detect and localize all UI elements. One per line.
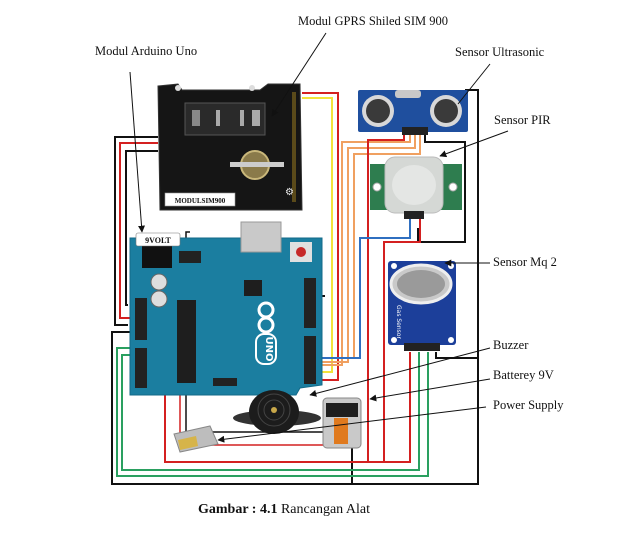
wire-green-mq2-1 [121,352,420,471]
callout-battery [369,378,491,402]
wire-black-mq2 [435,352,478,359]
wire-orange-2 [308,135,416,363]
wire-red-sim [119,142,158,319]
wire-red-sim-tx [302,92,339,381]
gear-icon: ⚙ [285,187,294,198]
ultrasonic-sensor [358,90,468,135]
wire-blue-pir [308,218,411,359]
wire-orange-1 [308,135,411,366]
wire-red-mq2 [368,352,411,463]
callout-arduino [129,71,146,233]
label-sensor-pir: Sensor PIR [494,113,551,127]
wire-black-right [350,89,479,485]
figure-caption: Gambar : 4.1 Rancangan Alat [198,502,370,518]
wire-green-mq2-2 [116,347,429,477]
label-buzzer: Buzzer [493,338,529,352]
mq2-gas-sensor: Gas Sensor [388,261,456,351]
sim900-shield: MODULSIM900 ⚙ [157,83,303,211]
arduino-9volt-badge [135,232,181,247]
label-sensor-ultrasonic: Sensor Ultrasonic [455,45,545,59]
arduino-uno-board: 9VOLT UNO [129,221,323,396]
callout-buzzer [309,347,491,397]
callout-pir [439,130,509,158]
wire-black-sim1 [114,136,158,326]
sim900-badge-text: MODULSIM900 [175,197,226,205]
wire-black-ultra [417,135,466,243]
atmega-chip [177,300,196,383]
wire-red-pir [383,218,421,462]
callouts [129,32,509,443]
label-battery-9v: Batterey 9V [493,368,554,382]
usb-port [240,221,282,253]
mq2-board-text: Gas Sensor [395,305,402,339]
arduino-logo: UNO [255,301,277,365]
power-jack [142,246,172,268]
callout-gprs [271,32,327,117]
figure-caption-title: Rancangan Alat [277,502,370,517]
callout-power-supply [217,406,487,443]
figure-caption-number: Gambar : 4.1 [198,502,278,517]
callout-ultrasonic [457,63,491,105]
wire-black-sim2 [125,150,158,306]
sim900-badge [164,192,236,207]
arduino-logo-text: UNO [263,337,274,362]
buzzer [233,390,321,434]
label-gprs-shield: Modul GPRS Shiled SIM 900 [298,14,449,28]
power-supply [173,425,219,453]
pir-sensor [370,156,462,219]
label-power-supply: Power Supply [493,398,564,412]
arduino-9volt-badge-text: 9VOLT [145,236,171,245]
battery-9v [322,397,362,449]
label-arduino-uno: Modul Arduino Uno [95,44,198,58]
label-sensor-mq2: Sensor Mq 2 [493,255,557,269]
